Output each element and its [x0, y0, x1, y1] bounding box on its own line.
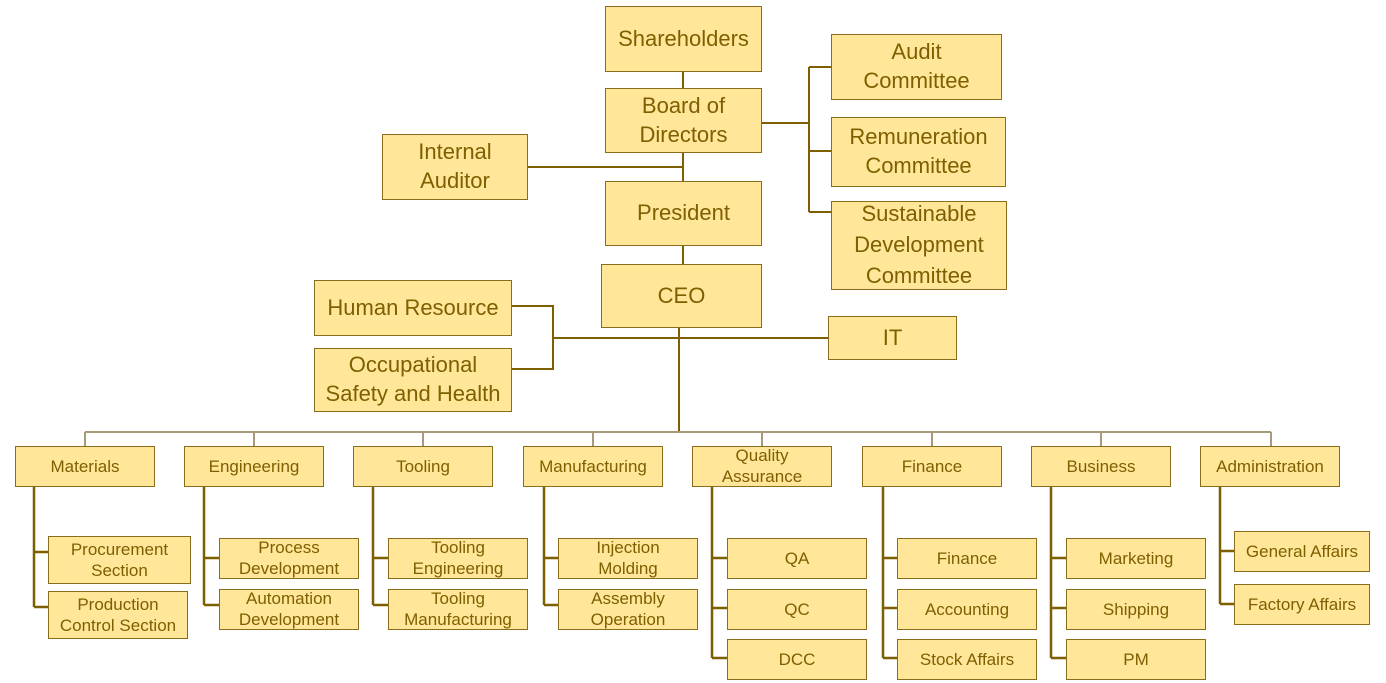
sub-unit-box: Marketing [1066, 538, 1206, 579]
department-business: Business [1031, 446, 1171, 487]
sub-unit-box: Process Development [219, 538, 359, 579]
sub-unit-box: Tooling Manufacturing [388, 589, 528, 630]
sub-unit-box: Accounting [897, 589, 1037, 630]
sub-unit-box: PM [1066, 639, 1206, 680]
sustainable-development-committee-box: Sustainable Development Committee [831, 201, 1007, 290]
department-manufacturing: Manufacturing [523, 446, 663, 487]
sub-unit-box: QC [727, 589, 867, 630]
shareholders-box: Shareholders [605, 6, 762, 72]
sub-unit-box: Tooling Engineering [388, 538, 528, 579]
department-tooling: Tooling [353, 446, 493, 487]
sub-unit-box: Assembly Operation [558, 589, 698, 630]
department-engineering: Engineering [184, 446, 324, 487]
sub-unit-box: DCC [727, 639, 867, 680]
department-administration: Administration [1200, 446, 1340, 487]
sub-unit-box: General Affairs [1234, 531, 1370, 572]
it-box: IT [828, 316, 957, 360]
sub-unit-box: Finance [897, 538, 1037, 579]
human-resource-box: Human Resource [314, 280, 512, 336]
sub-unit-box: Shipping [1066, 589, 1206, 630]
ceo-box: CEO [601, 264, 762, 328]
board-of-directors-box: Board of Directors [605, 88, 762, 153]
department-quality-assurance: Quality Assurance [692, 446, 832, 487]
internal-auditor-box: Internal Auditor [382, 134, 528, 200]
sub-unit-box: Production Control Section [48, 591, 188, 639]
audit-committee-box: Audit Committee [831, 34, 1002, 100]
sub-unit-box: Procurement Section [48, 536, 191, 584]
department-materials: Materials [15, 446, 155, 487]
department-finance: Finance [862, 446, 1002, 487]
sub-unit-box: Factory Affairs [1234, 584, 1370, 625]
occupational-safety-health-box: Occupational Safety and Health [314, 348, 512, 412]
sub-unit-box: QA [727, 538, 867, 579]
sub-unit-box: Injection Molding [558, 538, 698, 579]
president-box: President [605, 181, 762, 246]
sub-unit-box: Stock Affairs [897, 639, 1037, 680]
remuneration-committee-box: Remuneration Committee [831, 117, 1006, 187]
sub-unit-box: Automation Development [219, 589, 359, 630]
